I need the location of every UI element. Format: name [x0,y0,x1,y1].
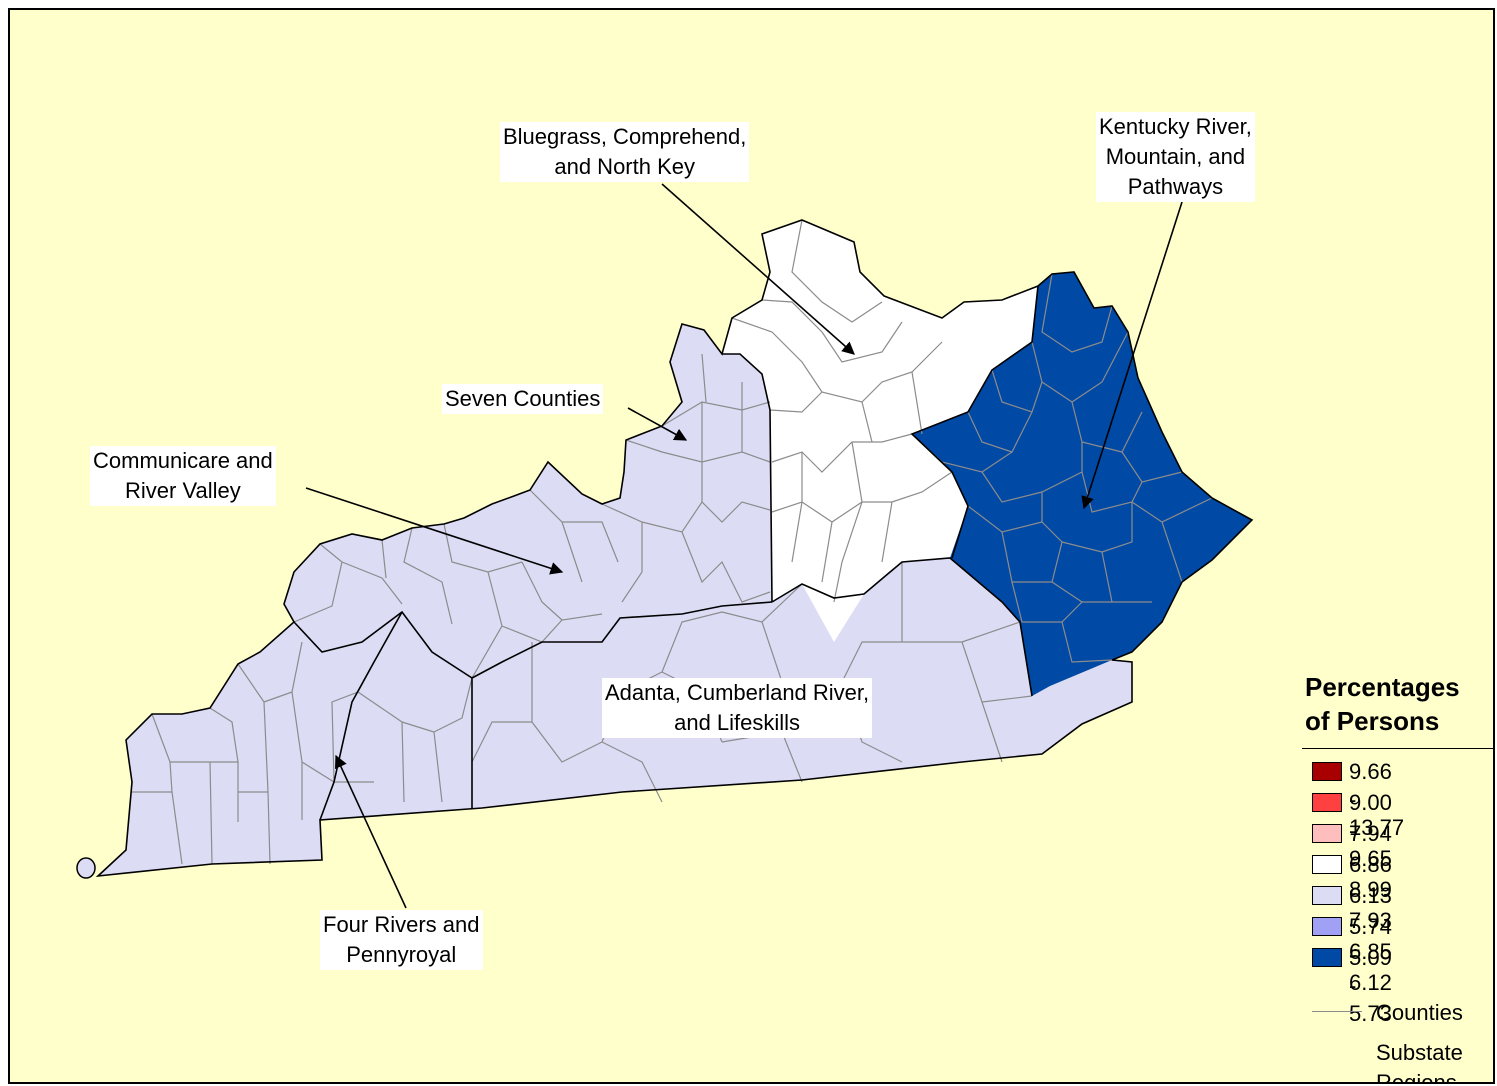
substate-line-sample [1312,1082,1362,1083]
callout-bluegrass: Bluegrass, Comprehend, and North Key [500,122,750,182]
legend: Percentages of Persons 9.66 - 13.77 9.00… [1302,670,1493,1082]
legend-class-label: 6.13 - 6.85 [1349,883,1392,964]
legend-swatch [1312,793,1342,812]
callout-arrows [305,183,1183,909]
callout-kentucky-river: Kentucky River, Mountain, and Pathways [1096,112,1255,202]
legend-line-items: Counties Substate Regions [1312,998,1493,1084]
legend-title: Percentages of Persons [1305,672,1460,736]
legend-divider [1302,748,1493,749]
arrow-four-rivers [335,754,407,909]
arrow-bluegrass [661,183,855,355]
legend-swatch [1312,886,1342,905]
legend-class-label: 5.74 - 6.12 [1349,914,1392,995]
legend-class-label: 9.66 - 13.77 [1349,759,1405,840]
callout-adanta: Adanta, Cumberland River, and Lifeskills [602,678,873,738]
legend-swatch [1312,917,1342,936]
western-island [76,857,96,879]
region-white-fill [722,220,1038,642]
legend-swatch [1312,855,1342,874]
legend-class-label: 9.00 - 9.65 [1349,790,1392,871]
legend-swatch [1312,948,1342,967]
callout-four-rivers: Four Rivers and Pennyroyal [320,910,483,970]
region-blue-fill [912,272,1252,696]
callout-communicare: Communicare and River Valley [90,446,276,506]
county-boundaries [132,219,1213,865]
substate-label: Substate Regions [1376,1040,1463,1084]
region-lavender-fill [98,324,1132,876]
legend-swatch [1312,824,1342,843]
legend-counties-item: Counties [1312,998,1493,1038]
arrow-communicare [305,487,564,575]
substate-boundaries [95,219,1254,878]
legend-class-label: 6.86 - 7.93 [1349,852,1392,933]
counties-line-sample [1312,1011,1362,1012]
callout-seven-counties: Seven Counties [442,384,604,414]
arrow-kentucky-river [1081,201,1183,510]
map-frame: Bluegrass, Comprehend, and North Key Ken… [8,8,1495,1084]
arrow-seven-counties [627,407,688,441]
legend-swatch [1312,762,1342,781]
legend-class-label: 7.94 - 8.99 [1349,821,1392,902]
kentucky-map [10,10,1493,1082]
legend-substate-item: Substate Regions [1312,1038,1493,1084]
legend-class-label: 5.09 - 5.73 [1349,945,1392,1026]
counties-label: Counties [1376,1000,1463,1025]
